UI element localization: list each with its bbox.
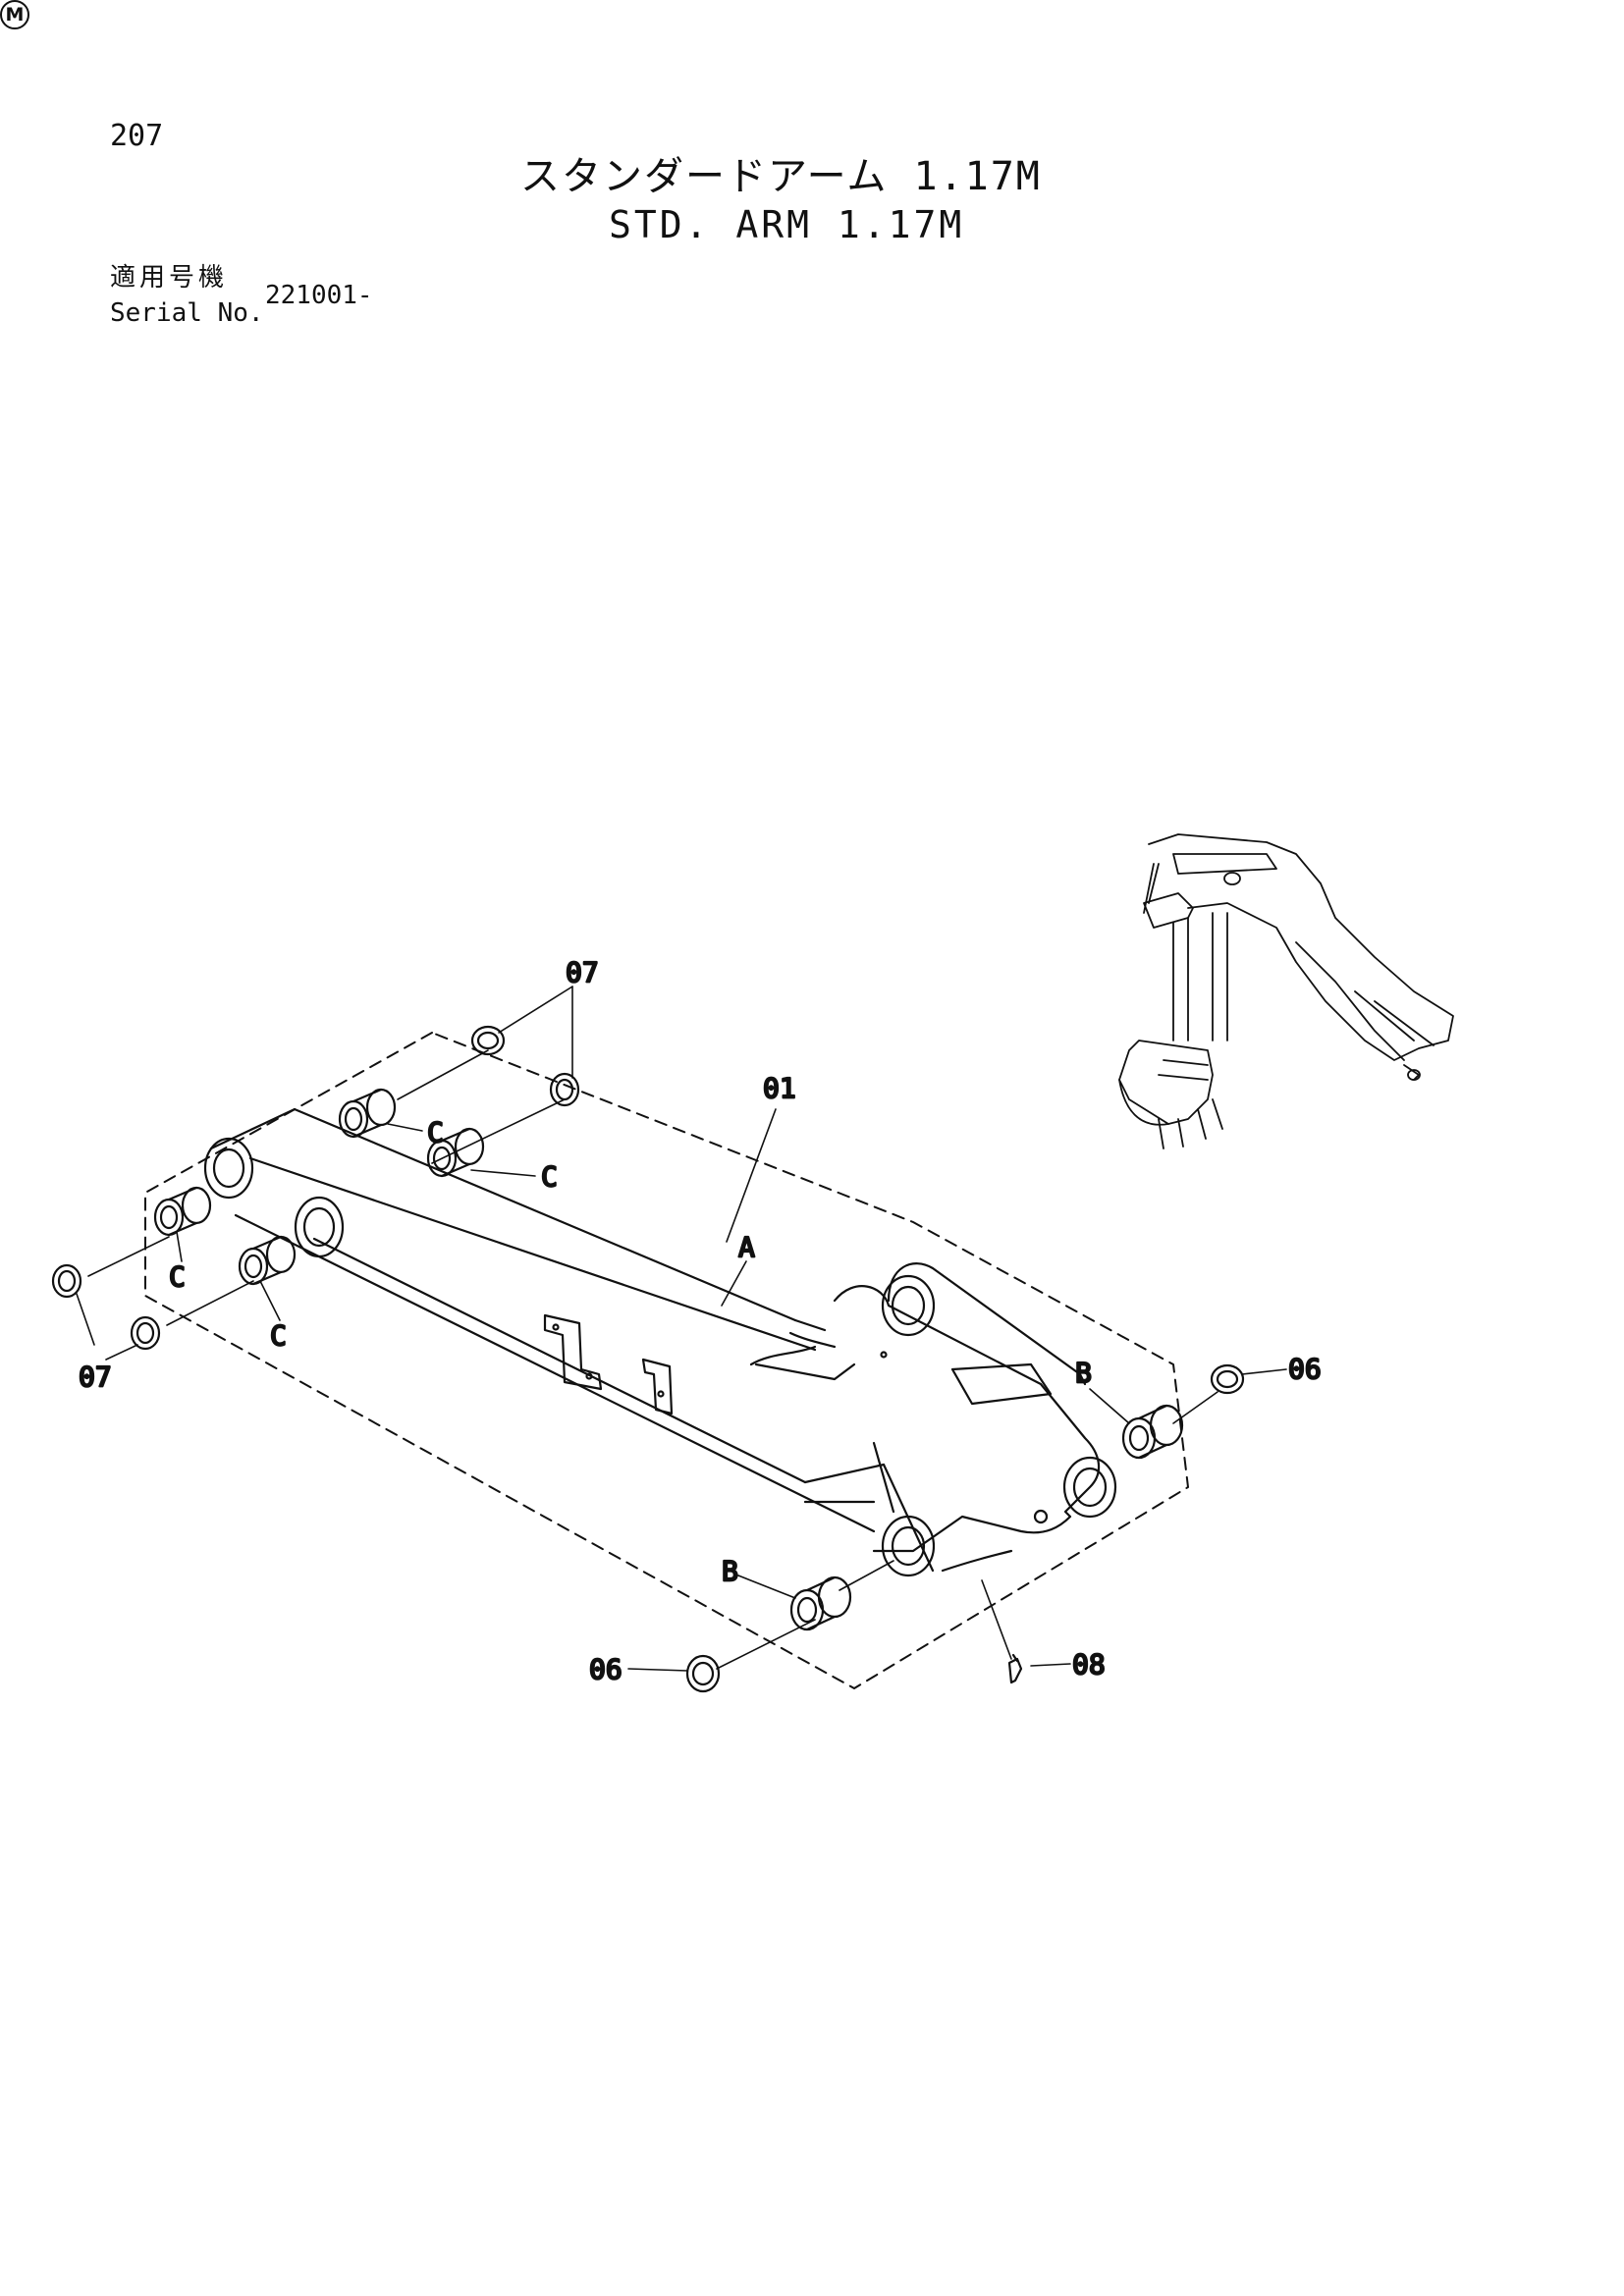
excavator-thumbnail <box>1118 833 1454 1149</box>
callout-c-top-2: C <box>541 1160 558 1193</box>
callout-c-left-2: C <box>270 1319 287 1352</box>
leader-lines <box>76 986 1287 1672</box>
callout-08: 08 <box>1072 1648 1106 1681</box>
serial-label-english: Serial No. <box>110 298 264 328</box>
washer-07-top <box>470 1025 506 1056</box>
washer-07-left <box>51 1263 82 1299</box>
grease-fitting-08 <box>1007 1653 1023 1684</box>
page-number: 207 <box>110 119 164 153</box>
title-english: STD. ARM 1.17M <box>609 203 965 246</box>
washer-06-right <box>1210 1363 1245 1395</box>
washer-06-bottom <box>685 1654 721 1693</box>
callout-01: 01 <box>763 1072 796 1104</box>
callout-c-left-1: C <box>169 1260 186 1293</box>
title-japanese: スタンダードアーム 1.17M <box>520 154 1042 199</box>
callout-07-left: 07 <box>79 1361 112 1393</box>
callout-a: A <box>738 1231 755 1263</box>
bushing-b-right <box>1121 1404 1184 1460</box>
callout-07-top: 07 <box>566 956 599 988</box>
serial-value: 221001- <box>265 281 373 310</box>
washer-07-left-2 <box>130 1315 161 1351</box>
callout-b-bottom: B <box>722 1555 738 1587</box>
assembly-boundary <box>144 1032 1189 1689</box>
bushing-b-bottom <box>789 1575 852 1631</box>
bushing-c-top-1 <box>338 1088 397 1139</box>
mark-symbol: M <box>0 0 29 29</box>
callout-06-right: 06 <box>1288 1353 1322 1385</box>
arm-body <box>203 1107 1117 1577</box>
bushing-c-left-2 <box>238 1235 297 1286</box>
callout-b-right: B <box>1075 1357 1092 1389</box>
callout-06-bottom: 06 <box>589 1653 623 1685</box>
bushing-c-top-2 <box>426 1127 485 1178</box>
callout-c-top-1: C <box>427 1116 444 1148</box>
bushing-c-left-1 <box>153 1186 212 1237</box>
serial-label-japanese: 適用号機 <box>110 263 229 293</box>
